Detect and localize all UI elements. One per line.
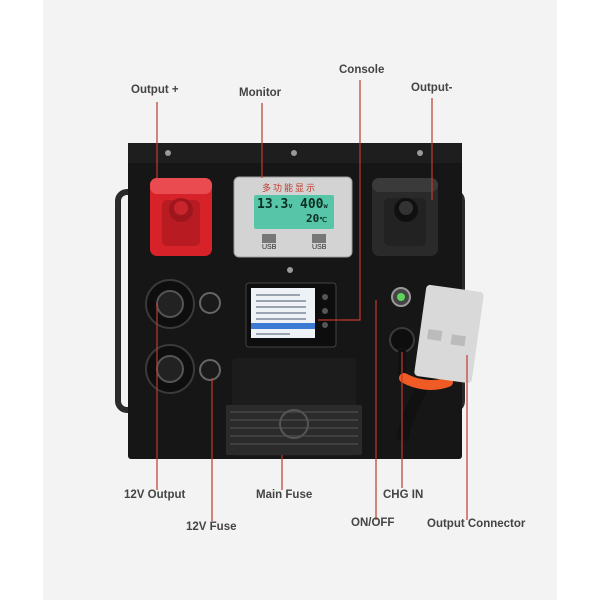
- 12v-fuse-holders: [199, 292, 221, 381]
- temperature-value: 20: [306, 212, 320, 225]
- label-12v-output: 12V Output: [124, 489, 186, 501]
- label-monitor: Monitor: [239, 87, 282, 99]
- label-main-fuse: Main Fuse: [256, 489, 313, 501]
- usb-label-left: USB: [262, 244, 277, 251]
- negative-terminal: [372, 178, 438, 256]
- monitor-voltage-reading: 13.3v: [257, 197, 293, 212]
- label-output-minus: Output-: [411, 82, 453, 94]
- 12v-socket-lower: [145, 344, 195, 394]
- console-display: [245, 282, 337, 348]
- power-value: 400: [300, 197, 324, 212]
- label-on-off: ON/OFF: [351, 517, 395, 529]
- usb-port-right: [312, 234, 326, 243]
- monitor-power-reading: 400w: [300, 197, 328, 212]
- on-off-switch: [391, 287, 411, 307]
- label-console: Console: [339, 64, 385, 76]
- monitor-title: 多功能显示: [262, 184, 318, 194]
- usb-port-left: [262, 234, 276, 243]
- temperature-unit: ℃: [319, 216, 328, 224]
- positive-terminal: [150, 178, 212, 256]
- label-output-plus: Output +: [131, 84, 179, 96]
- label-chg-in: CHG IN: [383, 489, 424, 501]
- voltage-unit: v: [288, 202, 293, 210]
- leader-lines: [156, 80, 468, 521]
- lcd-screen: [254, 195, 334, 229]
- output-connector-part: [396, 284, 484, 442]
- monitor-temperature-reading: 20℃: [306, 212, 327, 225]
- label-12v-fuse: 12V Fuse: [186, 521, 237, 533]
- label-output-connector: Output Connector: [427, 518, 526, 530]
- power-unit: w: [323, 202, 328, 210]
- usb-label-right: USB: [312, 244, 327, 251]
- main-fuse-housing: [226, 358, 362, 456]
- 12v-socket-upper: [145, 279, 195, 329]
- voltage-value: 13.3: [257, 197, 289, 212]
- monitor-panel: [233, 176, 353, 258]
